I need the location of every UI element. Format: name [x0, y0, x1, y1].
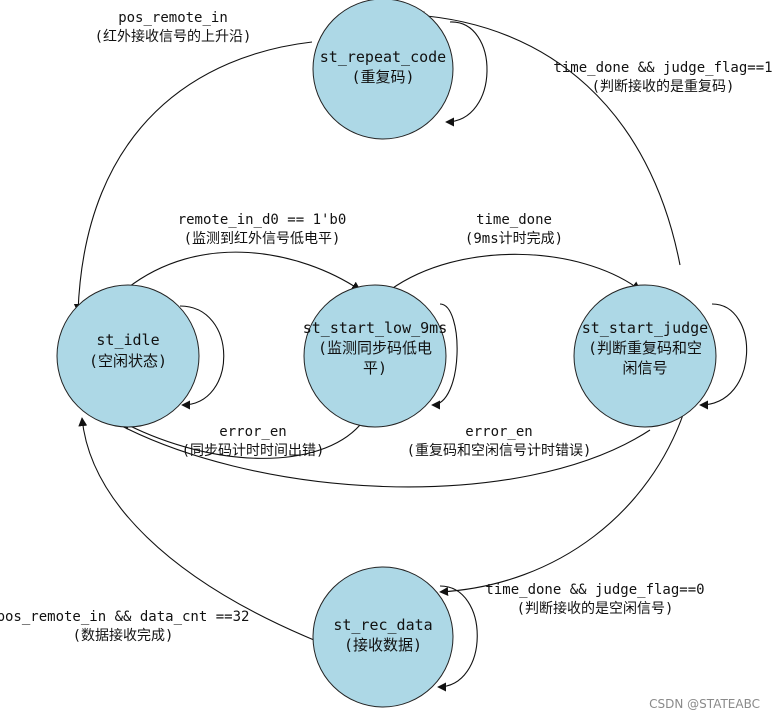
state-judge-name: st_start_judge	[582, 319, 708, 337]
note-judge-to-repeat: (判断接收的是重复码)	[592, 78, 735, 95]
cond-repeat-to-idle: pos_remote_in	[118, 10, 228, 26]
label-rec-to-idle: pos_remote_in && data_cnt ==32 (数据接收完成)	[0, 609, 249, 644]
state-judge-desc1: (判断重复码和空	[588, 339, 702, 357]
state-repeat-code-name: st_repeat_code	[320, 48, 446, 66]
cond-judge-to-rec: time_done && judge_flag==0	[485, 582, 704, 598]
state-rec-data: st_rec_data (接收数据)	[312, 566, 454, 708]
state-repeat-code-desc: (重复码)	[351, 68, 414, 86]
state-idle-desc: (空闲状态)	[89, 352, 167, 370]
label-judge-to-idle: error_en (重复码和空闲信号计时错误)	[407, 424, 592, 459]
state-rec-desc: (接收数据)	[344, 636, 422, 654]
self-loop-judge	[699, 303, 748, 410]
state-repeat-code: st_repeat_code (重复码)	[312, 0, 454, 140]
cond-judge-to-idle: error_en	[465, 424, 532, 440]
state-judge-desc2: 闲信号	[622, 359, 667, 377]
edge-low9-to-judge	[389, 253, 641, 291]
cond-judge-to-repeat: time_done && judge_flag==1	[553, 60, 772, 76]
note-low9-to-idle: (同步码计时时间出错)	[182, 443, 325, 459]
self-loop-rec	[437, 585, 478, 692]
edge-rec-to-idle	[78, 417, 315, 641]
note-judge-to-rec: (判断接收的是空闲信号)	[517, 600, 674, 617]
state-rec-name: st_rec_data	[333, 616, 432, 634]
self-loop-idle	[179, 305, 225, 410]
label-low9-to-idle: error_en (同步码计时时间出错)	[182, 424, 325, 459]
note-low9-to-judge: (9ms计时完成)	[465, 231, 563, 247]
edge-idle-to-low9	[124, 251, 361, 291]
self-loop-low9	[431, 303, 458, 410]
state-low9-name: st_start_low_9ms	[303, 319, 448, 337]
edge-judge-to-rec	[439, 411, 685, 597]
edge-repeat-to-idle	[73, 41, 313, 313]
note-rec-to-idle: (数据接收完成)	[73, 627, 174, 644]
edge-low9-to-idle	[121, 421, 361, 459]
state-idle-name: st_idle	[96, 331, 159, 349]
label-low9-to-judge: time_done (9ms计时完成)	[465, 212, 563, 247]
note-repeat-to-idle: (红外接收信号的上升沿)	[95, 28, 252, 45]
label-judge-to-rec: time_done && judge_flag==0 (判断接收的是空闲信号)	[485, 582, 704, 617]
state-low9-desc2: 平)	[363, 359, 387, 377]
edge-judge-to-repeat	[415, 11, 681, 266]
cond-rec-to-idle: pos_remote_in && data_cnt ==32	[0, 609, 249, 625]
edge-judge-to-idle	[104, 416, 651, 488]
state-low9-desc1: (监测同步码低电	[318, 339, 432, 357]
state-start-low-9ms: st_start_low_9ms (监测同步码低电 平)	[303, 284, 448, 428]
note-idle-to-low9: (监测到红外信号低电平)	[184, 231, 341, 247]
label-judge-to-repeat: time_done && judge_flag==1 (判断接收的是重复码)	[553, 60, 772, 95]
note-judge-to-idle: (重复码和空闲信号计时错误)	[407, 442, 592, 459]
self-loop-repeat	[445, 21, 488, 127]
cond-idle-to-low9: remote_in_d0 == 1'b0	[178, 212, 347, 228]
cond-low9-to-idle: error_en	[219, 424, 286, 440]
state-idle: st_idle (空闲状态)	[56, 284, 200, 428]
watermark: CSDN @STATEABC	[649, 697, 760, 711]
label-repeat-to-idle: pos_remote_in (红外接收信号的上升沿)	[95, 10, 252, 45]
cond-low9-to-judge: time_done	[476, 212, 552, 228]
state-start-judge: st_start_judge (判断重复码和空 闲信号	[573, 284, 717, 428]
label-idle-to-low9: remote_in_d0 == 1'b0 (监测到红外信号低电平)	[178, 212, 347, 247]
